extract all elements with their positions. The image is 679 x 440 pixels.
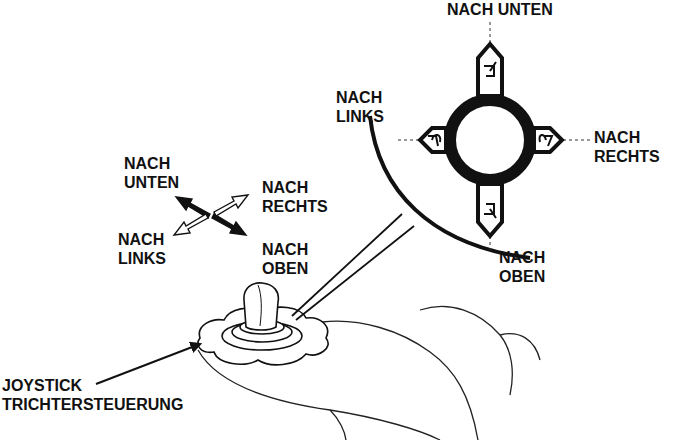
direction-label: NACH OBEN: [262, 240, 308, 278]
direction-symbol: [428, 135, 440, 146]
direction-label: NACH LINKS: [336, 88, 384, 126]
direction-symbol: [450, 100, 530, 180]
direction-label: NACH OBEN: [499, 248, 545, 286]
console-outline: [420, 306, 512, 395]
direction-symbol: [534, 128, 562, 152]
console-outline: [330, 410, 346, 440]
dashed-leader: [398, 22, 590, 250]
direction-symbol: [420, 44, 562, 236]
direction-arrows: [212, 214, 246, 235]
direction-label: NACH LINKS: [118, 230, 166, 268]
joystick: [198, 283, 328, 365]
direction-arrows: [214, 195, 248, 216]
direction-label: NACH RECHTS: [594, 128, 660, 166]
console-outline: [500, 334, 540, 360]
direction-symbol: [484, 62, 496, 76]
joystick: [258, 285, 261, 326]
direction-symbol: [478, 44, 502, 96]
direction-arrows: [174, 195, 248, 235]
leader-line: [292, 214, 402, 316]
part-label: JOYSTICK TRICHTERSTEUERUNG: [2, 376, 183, 414]
direction-symbol: [540, 135, 552, 146]
leader-line: [292, 214, 414, 320]
dashed-leader: [398, 140, 420, 141]
direction-label: NACH UNTEN: [124, 154, 179, 192]
direction-symbol: [484, 204, 496, 218]
direction-arrows: [174, 214, 208, 235]
dashed-leader: [563, 140, 590, 141]
leader-arrow: [96, 344, 200, 384]
dashed-leader: [490, 22, 491, 42]
leader-arrow: [96, 344, 200, 384]
joystick: [244, 283, 278, 330]
direction-symbol: [478, 184, 502, 236]
direction-symbol: [420, 128, 446, 152]
leader-line: [296, 226, 414, 320]
direction-label: NACH UNTEN: [447, 0, 553, 19]
direction-label: NACH RECHTS: [262, 178, 328, 216]
console-outline: [322, 321, 478, 440]
